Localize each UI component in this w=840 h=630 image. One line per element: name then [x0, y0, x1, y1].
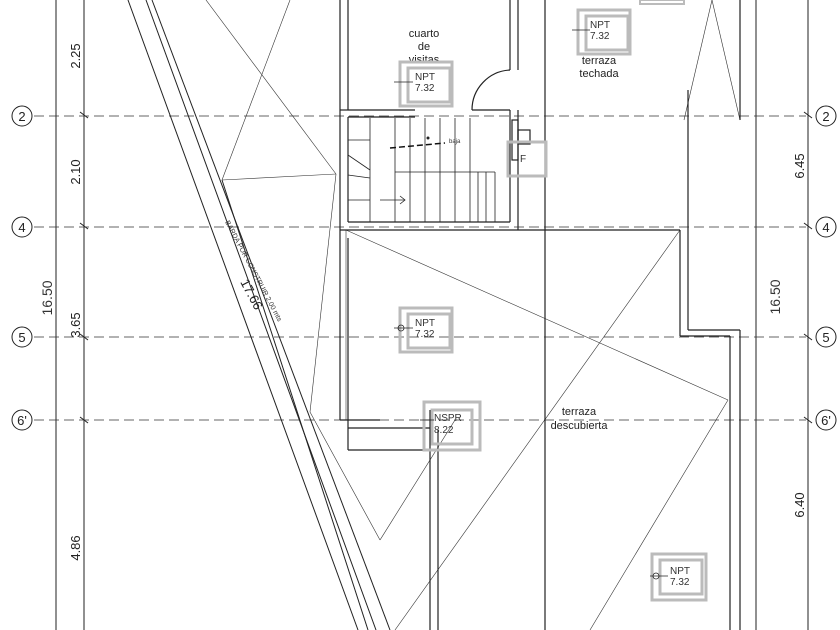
axis-left-6: 6'	[17, 413, 27, 428]
barda-wall	[127, 0, 391, 630]
dim-right-2: 6.40	[792, 492, 807, 517]
axis-bubbles-left: 2 4 5 6'	[11, 105, 33, 431]
dim-right-total: 16.50	[767, 279, 783, 314]
level-1-label: NPT	[590, 20, 610, 31]
walls	[339, 0, 741, 630]
room-terraza-techada-l2: techada	[579, 68, 619, 80]
level-marker-1: NPT 7.32	[572, 8, 632, 56]
f-mark-label: F	[520, 154, 526, 165]
axis-right-2: 2	[822, 109, 829, 124]
column-fragment	[639, 0, 685, 5]
dim-left-4: 4.86	[68, 535, 83, 560]
room-terraza-desc-l1: terraza	[562, 406, 597, 418]
dim-left-1: 2.25	[68, 43, 83, 68]
axis-left-5: 5	[18, 330, 25, 345]
axis-right-5: 5	[822, 330, 829, 345]
axis-left-4: 4	[18, 220, 25, 235]
axis-lines	[34, 115, 806, 421]
dimension-lines	[55, 0, 813, 630]
level-marker-5: NPT 7.32	[650, 552, 708, 602]
level-4-label: NSPR	[434, 413, 462, 424]
dim-left-2: 2.10	[68, 159, 83, 184]
construction-lines	[205, 0, 741, 630]
f-mark-frame	[506, 140, 548, 178]
level-3-label: NPT	[415, 318, 435, 329]
stair-marker	[426, 136, 430, 140]
room-cuarto-l3: visitas	[409, 54, 440, 66]
level-5-value: 7.32	[670, 577, 690, 588]
room-terraza-techada-l1: terraza	[582, 55, 617, 67]
level-marker-2: NPT 7.32	[394, 60, 454, 108]
axis-left-2: 2	[18, 109, 25, 124]
level-marker-4: NSPR 8.22	[420, 400, 482, 452]
axis-right-4: 4	[822, 220, 829, 235]
dim-left-3: 3.65	[68, 312, 83, 337]
axis-right-6: 6'	[821, 413, 831, 428]
room-labels: cuarto de visitas terraza techada terraz…	[409, 28, 620, 432]
stair-baja-label: baja	[449, 139, 461, 145]
level-4-value: 8.22	[434, 425, 454, 436]
level-2-label: NPT	[415, 72, 435, 83]
room-cuarto-l2: de	[418, 41, 430, 53]
axis-bubbles-right: 2 4 5 6'	[815, 105, 837, 431]
room-cuarto-l1: cuarto	[409, 28, 440, 40]
level-1-value: 7.32	[590, 31, 610, 42]
stair-direction	[389, 142, 446, 149]
level-5-label: NPT	[670, 566, 690, 577]
level-3-value: 7.32	[415, 329, 435, 340]
dim-right-1: 6.45	[792, 153, 807, 178]
dimension-texts: 2.25 2.10 3.65 4.86 16.50 6.45 6.40 16.5…	[39, 43, 807, 560]
level-2-value: 7.32	[415, 83, 435, 94]
stairs	[347, 118, 496, 222]
room-terraza-desc-l2: descubierta	[551, 420, 609, 432]
dim-left-total: 16.50	[39, 280, 55, 315]
level-marker-3: NPT 7.32	[394, 306, 454, 354]
